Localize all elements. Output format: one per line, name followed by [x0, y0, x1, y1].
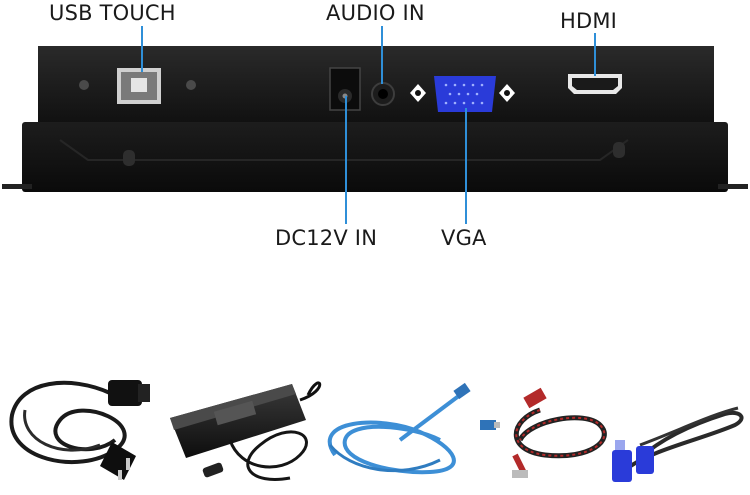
hdmi-label: HDMI: [560, 9, 618, 33]
dc12v-in-label: DC12V IN: [275, 226, 378, 250]
audio-jack-icon: [371, 82, 395, 106]
vga-port-icon: [410, 76, 515, 112]
dc-jack-icon: [329, 67, 361, 111]
hdmi-cable-icon: [512, 387, 607, 478]
vga-label: VGA: [441, 226, 487, 250]
usb-b-port-icon: [117, 68, 161, 104]
usb-cable-icon: [327, 382, 500, 475]
hdmi-port-icon: [568, 74, 622, 94]
monitor-rear-panel: [2, 46, 748, 192]
usb-touch-label: USB TOUCH: [49, 1, 176, 25]
power-cord-icon: [9, 380, 150, 480]
power-adapter-icon: [170, 381, 322, 481]
leader-lines: [141, 26, 596, 224]
audio-in-label: AUDIO IN: [326, 1, 425, 25]
vga-cable-icon: [612, 406, 744, 482]
